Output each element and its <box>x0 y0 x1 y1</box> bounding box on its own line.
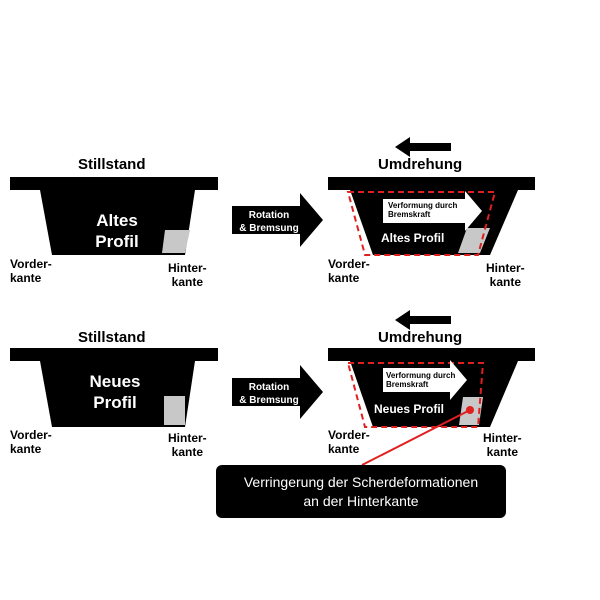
row2-deformation-outline <box>346 362 485 428</box>
row2-rotation-trailing-edge: Hinter- kante <box>483 431 522 460</box>
row1-rotation-leading-line1: Vorder- <box>328 257 370 271</box>
row1-rotation-arrow <box>232 193 323 247</box>
row2-deform-line2: Bremskraft <box>386 379 429 389</box>
row1-rotation-title: Umdrehung <box>378 156 463 173</box>
row2-rotation-top-bar <box>328 348 535 361</box>
row2-deform-line1: Verformung durch <box>386 371 456 380</box>
row1-standstill-trailing-line2: kante <box>171 274 204 289</box>
row1-standstill-top-bar <box>10 177 218 190</box>
row2-direction-arrow <box>395 310 451 330</box>
row1-rotation-trailing-line1: Hinter- <box>486 261 525 275</box>
row2-standstill-profile-label: Neues Profil <box>78 371 152 414</box>
row2-arrow-line2: & Bremsung <box>239 394 299 406</box>
row2-rotation-profile <box>328 310 535 466</box>
callout-pointer-dot <box>466 406 474 414</box>
row2-deformation-arrow <box>383 360 467 400</box>
row1-deform-line1: Verformung durch <box>388 201 458 210</box>
row2-rotation-arrow <box>232 365 323 419</box>
row2-standstill-profile <box>10 348 218 427</box>
row1-rotation-trailing-line2: kante <box>489 274 522 289</box>
row1-deformation-label: Verformung durch Bremskraft <box>388 201 464 220</box>
row2-rotation-title: Umdrehung <box>378 329 463 346</box>
row1-direction-arrow <box>395 137 451 157</box>
row1-rotation-profile <box>328 137 535 256</box>
row1-standstill-leading-line1: Vorder- <box>10 257 52 271</box>
callout-line2: an der Hinterkante <box>303 492 419 509</box>
row2-standstill-title: Stillstand <box>78 329 146 346</box>
row1-rotation-leading-line2: kante <box>328 270 360 285</box>
row2-rotation-leading-edge: Vorder- kante <box>328 428 370 457</box>
row2-profile-line1: Neues <box>89 372 141 391</box>
row1-standstill-block <box>40 190 195 255</box>
row2-rotation-trailing-line1: Hinter- <box>483 431 522 445</box>
row2-profile-line2: Profil <box>93 393 137 413</box>
row1-standstill-trailing-line1: Hinter- <box>168 261 207 275</box>
row2-standstill-trailing-edge: Hinter- kante <box>168 431 207 460</box>
row2-standstill-trailing-highlight <box>164 396 185 425</box>
row1-rotation-profile-label: Altes Profil <box>381 231 445 245</box>
row1-arrow-line2: & Bremsung <box>239 222 299 234</box>
row1-standstill-leading-line2: kante <box>10 270 42 285</box>
row1-profile-line2: Profil <box>95 232 139 252</box>
row2-standstill-trailing-line2: kante <box>171 444 204 459</box>
row1-deform-line2: Bremskraft <box>388 209 431 219</box>
row2-rotation-trailing-line2: kante <box>486 444 519 459</box>
row1-deformation-outline <box>346 191 497 256</box>
row1-standstill-profile <box>10 177 218 255</box>
row2-standstill-block <box>40 361 195 427</box>
row2-standstill-top-bar <box>10 348 218 361</box>
row1-standstill-trailing-highlight <box>162 230 190 253</box>
row2-standstill-leading-edge: Vorder- kante <box>10 428 52 457</box>
row2-standstill-trailing-line1: Hinter- <box>168 431 207 445</box>
row1-rotation-trailing-edge: Hinter- kante <box>486 261 525 290</box>
row1-profile-line1: Altes <box>96 211 138 230</box>
row1-deformation-arrow <box>383 191 482 231</box>
row1-rotation-arrow-label: Rotation & Bremsung <box>238 210 300 235</box>
row2-rotation-arrow-label: Rotation & Bremsung <box>238 382 300 407</box>
conclusion-callout: Verringerung der Scherdeformationen an d… <box>216 465 506 518</box>
row2-standstill-leading-line2: kante <box>10 441 42 456</box>
row1-standstill-trailing-edge: Hinter- kante <box>168 261 207 290</box>
row1-rotation-leading-edge: Vorder- kante <box>328 257 370 286</box>
row2-standstill-leading-line1: Vorder- <box>10 428 52 442</box>
row2-rotation-leading-line2: kante <box>328 441 360 456</box>
row2-arrow-line1: Rotation <box>248 382 290 393</box>
row2-deformation-label: Verformung durch Bremskraft <box>386 371 456 390</box>
row1-rotation-top-bar <box>328 177 535 190</box>
row1-standstill-title: Stillstand <box>78 156 146 173</box>
row1-rotation-trailing-highlight <box>458 228 490 253</box>
callout-pointer-line <box>361 409 471 466</box>
callout-line1: Verringerung der Scherdeformationen <box>243 474 479 491</box>
row1-standstill-leading-edge: Vorder- kante <box>10 257 52 286</box>
row1-standstill-profile-label: Altes Profil <box>82 210 152 253</box>
row1-arrow-line1: Rotation <box>248 210 290 221</box>
row2-rotation-profile-label: Neues Profil <box>374 402 445 416</box>
row2-rotation-leading-line1: Vorder- <box>328 428 370 442</box>
